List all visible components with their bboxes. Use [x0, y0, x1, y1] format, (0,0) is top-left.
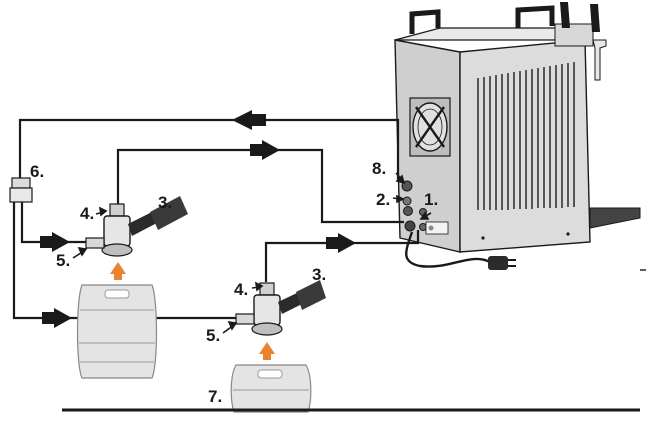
tap-column: [554, 2, 607, 81]
flow-arrows: [40, 110, 356, 328]
flow-arrow-icon: [262, 140, 280, 160]
rating-plate: [425, 221, 449, 235]
label-2: 2.: [376, 190, 391, 209]
cooler-unit: [394, 2, 641, 270]
flow-arrow-icon: [338, 233, 356, 253]
tap-handle-1: [560, 2, 570, 28]
tap-coupler-icon: [235, 280, 326, 336]
label-pointer-arrows: [72, 172, 432, 334]
flow-arrow-icon: [52, 232, 70, 252]
label-6: 6.: [30, 162, 45, 181]
power-cord: [405, 231, 491, 268]
fan-icon: [409, 97, 451, 157]
tap-handle-2: [590, 4, 600, 32]
label-5-upper: 5.: [56, 251, 71, 270]
gas-splitter: [9, 177, 33, 203]
connector-2b: [403, 206, 413, 216]
label-4-upper: 4.: [80, 204, 95, 223]
coupler-handle-grip: [150, 196, 188, 230]
label-1: 1.: [424, 190, 439, 209]
flow-arrow-tail: [326, 237, 340, 249]
label-4-lower: 4.: [234, 280, 249, 299]
connector-1: [404, 220, 416, 232]
cooler-grille: [477, 62, 575, 210]
label-3-upper: 3.: [158, 193, 173, 212]
tap-spout: [592, 39, 607, 81]
flow-arrow-tail: [250, 144, 264, 156]
flow-arrow-tail: [42, 312, 56, 324]
keg-icon: [230, 364, 312, 413]
drip-tray: [589, 207, 641, 229]
gas-line-main: [18, 118, 400, 182]
gas-line-branch-1: [20, 200, 96, 244]
cooler-handle-right: [515, 5, 555, 28]
connection-lines: [12, 118, 420, 320]
flow-arrow-icon: [54, 308, 72, 328]
tap-coupler-icon: [85, 196, 188, 257]
connector-2: [402, 196, 412, 206]
label-8: 8.: [372, 159, 387, 178]
rivet: [566, 232, 570, 236]
coupler-handle-grip: [296, 280, 326, 310]
flow-arrow-tail: [40, 236, 54, 248]
rivet: [481, 236, 485, 240]
cooler-connectors: [401, 180, 427, 232]
flow-arrow-tail: [252, 114, 266, 126]
label-5-lower: 5.: [206, 326, 221, 345]
keg-icon: [76, 284, 158, 379]
flow-arrow-icon: [232, 110, 252, 130]
label-7: 7.: [208, 387, 223, 406]
connector-1c: [419, 223, 427, 231]
beer-line-1: [116, 148, 404, 224]
power-plug-icon: [488, 256, 516, 270]
cooler-handle-left: [409, 9, 441, 34]
gas-line-branch-2: [12, 200, 240, 320]
gas-arrow-icon: [110, 262, 275, 360]
label-3-lower: 3.: [312, 265, 327, 284]
